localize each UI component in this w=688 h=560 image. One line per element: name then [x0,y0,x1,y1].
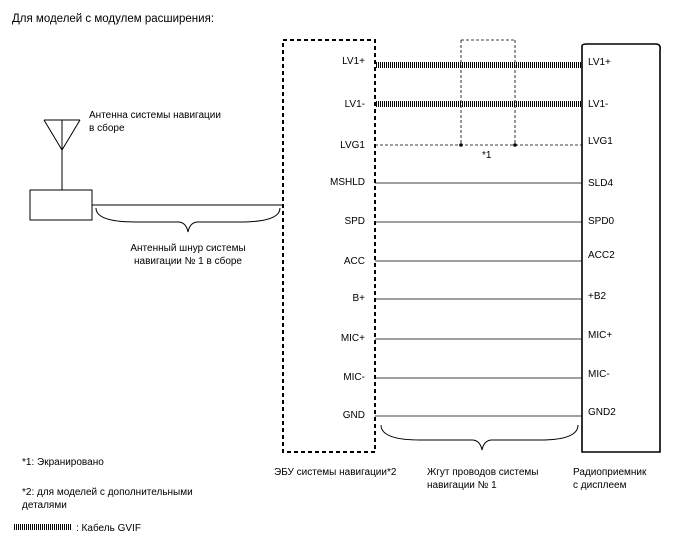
radio-pin-gnd2: GND2 [588,407,616,418]
legend-gvif-label: : Кабель GVIF [76,522,141,534]
ecu-pin-lv1-plus: LV1+ [342,56,365,67]
antenna-label-1: Антенна системы навигации [89,110,221,121]
radio-pin-b2: +B2 [588,291,607,302]
gvif-cable-lv1-minus [375,101,582,107]
ecu-pin-lvg1: LVG1 [340,140,365,151]
radio-pin-spd0: SPD0 [588,216,615,227]
ecu-pin-mic-plus: MIC+ [341,333,365,344]
radio-pin-mic-plus: MIC+ [588,330,612,341]
ecu-pin-spd: SPD [344,216,365,227]
note-models-2: деталями [22,500,67,511]
shield-outline [375,39,582,146]
shield-node-right [513,143,517,147]
gvif-cable-lv1-plus [375,62,582,68]
diagram-title: Для моделей с модулем расширения: [12,13,214,25]
note-shielded: *1: Экранировано [22,457,104,468]
note-models-1: *2: для моделей с дополнительными [22,487,193,498]
shield-node-left [459,143,463,147]
antenna-cord-label-1: Антенный шнур системы [130,243,245,254]
antenna-cord-brace [95,207,281,233]
radio-pin-sld4: SLD4 [588,178,613,189]
harness-label-2: навигации № 1 [427,480,497,491]
radio-caption-1: Радиоприемник [573,467,647,478]
radio-pin-lv1-plus: LV1+ [588,57,611,68]
ecu-pin-mshld: MSHLD [330,177,365,188]
legend-gvif-swatch [14,524,72,530]
ecu-pin-mic-minus: MIC- [343,372,365,383]
antenna-icon [29,119,93,221]
ecu-pin-b-plus: B+ [352,293,365,304]
ecu-box [282,39,376,453]
ecu-pin-acc: ACC [344,256,365,267]
radio-pin-lv1-minus: LV1- [588,99,608,110]
harness-label-1: Жгут проводов системы [427,467,538,478]
antenna-cord-label-2: навигации № 1 в сборе [134,255,242,267]
ecu-pin-lv1-minus: LV1- [345,99,365,110]
radio-pin-lvg1: LVG1 [588,136,613,147]
harness-wires [375,182,582,417]
radio-pin-mic-minus: MIC- [588,369,610,380]
ecu-caption: ЭБУ системы навигации*2 [274,467,397,478]
radio-box [581,43,661,453]
ecu-pin-gnd: GND [343,410,365,421]
radio-pin-acc2: ACC2 [588,250,615,261]
shield-marker: *1 [482,150,492,161]
antenna-label-2: в сборе [89,122,125,134]
harness-brace [380,424,579,451]
radio-caption-2: с дисплеем [573,480,627,491]
